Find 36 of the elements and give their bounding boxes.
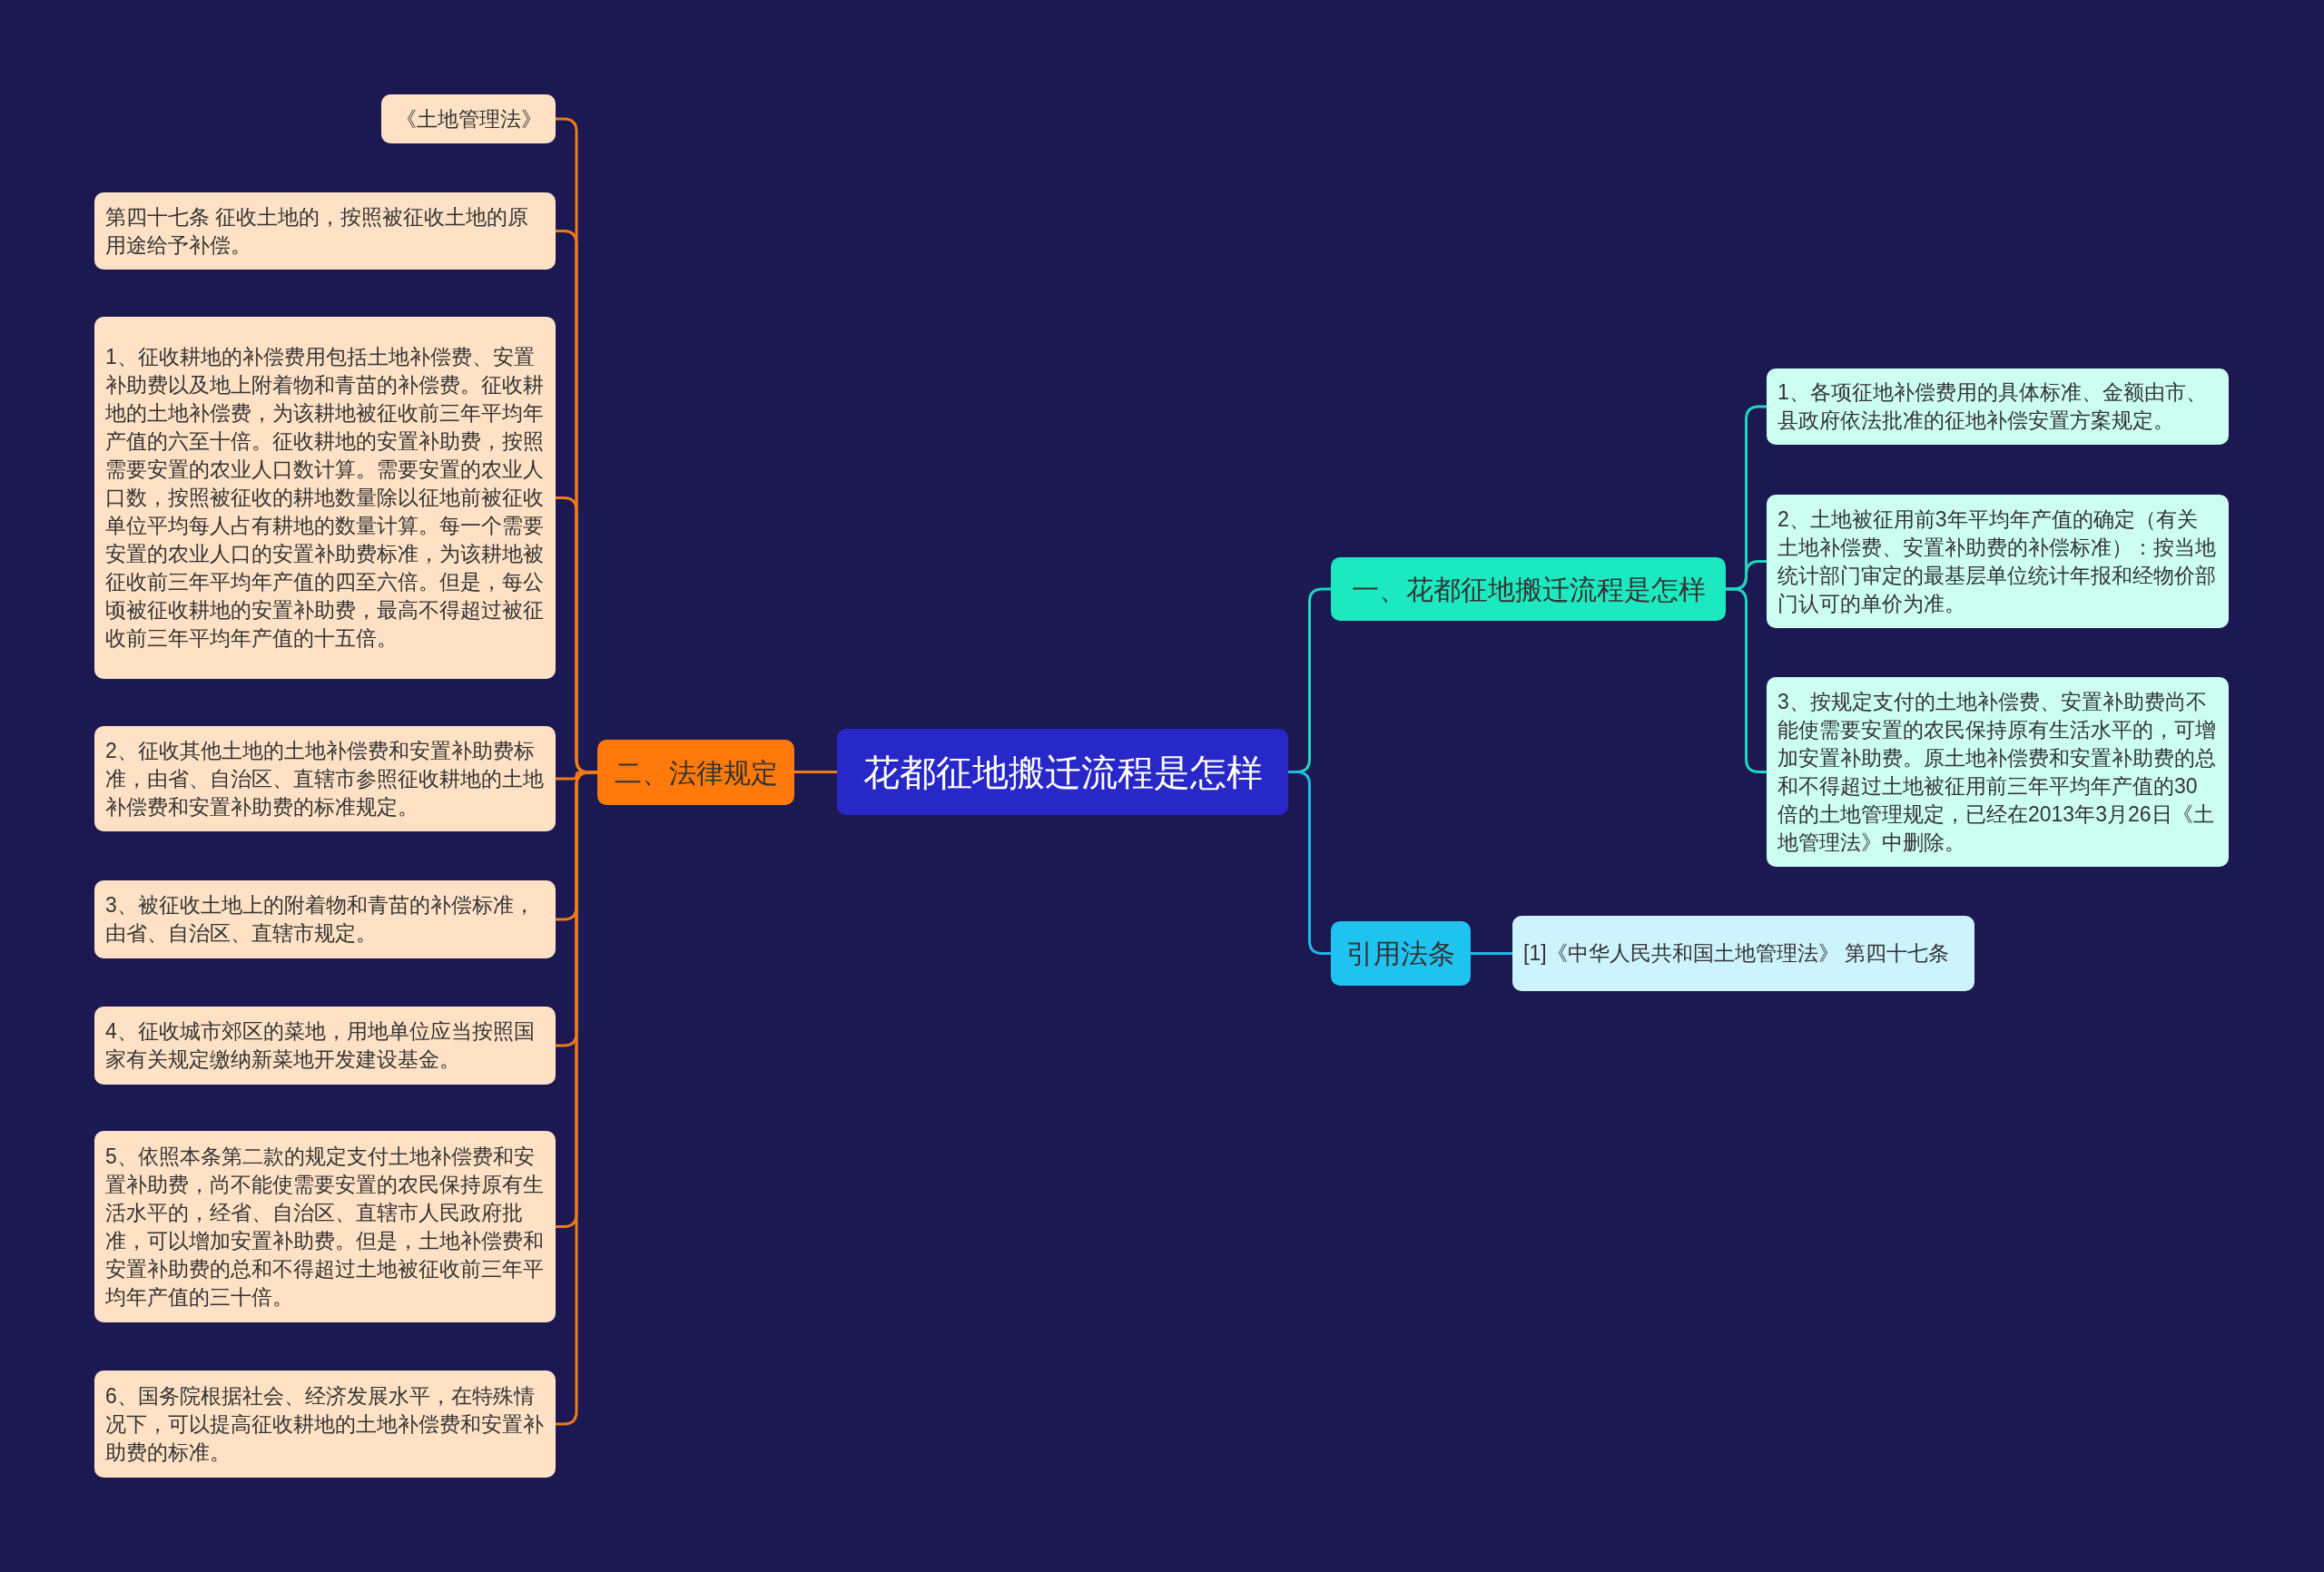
node-text: 1、各项征地补偿费用的具体标准、金额由市、县政府依法批准的征地补偿安置方案规定。 — [1777, 379, 2208, 434]
note-box — [94, 317, 556, 679]
note-box — [1767, 495, 2229, 628]
note-box — [94, 726, 556, 831]
note-box — [94, 1007, 556, 1085]
branch-topic-box — [1331, 557, 1726, 621]
central-topic-box — [837, 729, 1288, 815]
note-box — [94, 192, 556, 270]
node-text: 引用法条 — [1346, 938, 1455, 970]
node-text: 4、征收城市郊区的菜地，用地单位应当按照国家有关规定缴纳新菜地开发建设基金。 — [105, 1018, 536, 1073]
node-text: 花都征地搬迁流程是怎样 — [862, 751, 1263, 794]
connector-line — [794, 771, 837, 773]
note-box — [1767, 368, 2229, 445]
branch-topic-box — [597, 740, 794, 805]
note-box — [94, 880, 556, 958]
node-text: 2、土地被征用前3年平均年产值的确定（有关土地补偿费、安置补助费的补偿标准）：按当地统计部门审定的最基层单位统计年报和经物价部门认可的单价为准。 — [1777, 506, 2217, 617]
node-text: 5、依照本条第二款的规定支付土地补偿费和安置补助费，尚不能使需要安置的农民保持原有生活水平的，经省、自治区、直辖市人民政府批准，可以增加安置补助费。但是，土地补偿费和安置补助费的总和不得超过土地被征收前三年平均年产值的三十倍。 — [105, 1143, 545, 1311]
node-text: 2、征收其他土地的土地补偿费和安置补助费标准，由省、自治区、直辖市参照征收耕地的土地补偿费和安置补助费的标准规定。 — [105, 737, 545, 820]
connector-line — [1288, 771, 1331, 955]
node-text: [1]《中华人民共和国土地管理法》 第四十七条 — [1523, 940, 1949, 967]
note-box — [1767, 677, 2229, 867]
note-box — [94, 1131, 556, 1322]
branch-topic-box — [1331, 921, 1471, 986]
node-text: 3、按规定支付的土地补偿费、安置补助费尚不能使需要安置的农民保持原有生活水平的，可增加安置补助费。原土地补偿费和安置补助费的总和不得超过土地被征用前三年平均年产值的30倍的土地管理规定，已经在2013年3月26日《土地管理法》中删除。 — [1777, 688, 2217, 856]
node-text: 3、被征收土地上的附着物和青苗的补偿标准，由省、自治区、直辖市规定。 — [105, 892, 536, 947]
node-text: 6、国务院根据社会、经济发展水平，在特殊情况下，可以提高征收耕地的土地补偿费和安置补助费的标准。 — [105, 1382, 545, 1466]
note-box — [94, 1371, 556, 1478]
node-text: 一、花都征地搬迁流程是怎样 — [1351, 573, 1706, 606]
note-box — [381, 94, 556, 143]
connector-line — [1471, 952, 1512, 955]
connector-line — [1726, 587, 1767, 773]
node-text: 1、征收耕地的补偿费用包括土地补偿费、安置补助费以及地上附着物和青苗的补偿费。征收耕地的土地补偿费，为该耕地被征收前三年平均年产值的六至十倍。征收耕地的安置补助费，按照需要安置的农业人口数计算。需要安置的农业人口数，按照被征收的耕地数量除以征地前被征收单位平均每人占有耕地的数量计算。每一个需要安置的农业人口的安置补助费标准，为该耕地被征收前三年平均年产值的四至六倍。但是，每公顷被征收耕地的安置补助费，最高不得超过被征收前三年平均年产值的十五倍。 — [105, 344, 545, 652]
node-text: 第四十七条 征收土地的，按照被征收土地的原用途给予补偿。 — [105, 203, 530, 259]
note-box — [1512, 916, 1974, 991]
node-text: 《土地管理法》 — [395, 105, 542, 133]
node-text: 二、法律规定 — [614, 756, 778, 790]
